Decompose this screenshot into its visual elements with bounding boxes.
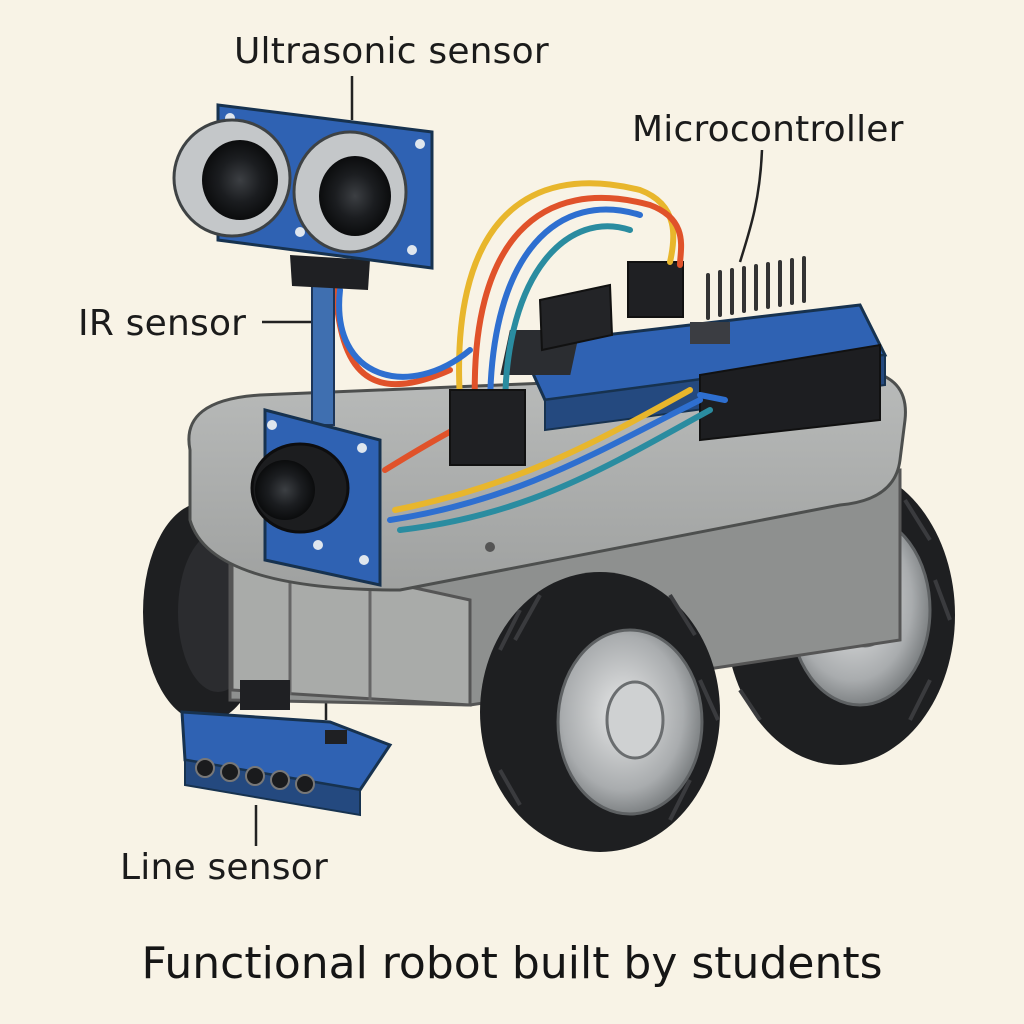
label-line-sensor: Line sensor [120, 847, 328, 888]
ultrasonic-transducer-right [292, 130, 408, 254]
sensor-mast [290, 255, 370, 426]
line-sensor [180, 680, 393, 817]
ultrasonic-sensor [172, 103, 434, 270]
label-ir-sensor: IR sensor [78, 303, 247, 344]
microcontroller-board [500, 256, 888, 442]
leader-micro [738, 149, 764, 263]
label-microcontroller: Microcontroller [632, 109, 904, 150]
ultrasonic-transducer-left [172, 118, 292, 238]
wheel-front-left [480, 572, 720, 852]
line-sensor-emitters [195, 758, 315, 794]
ir-sensor [250, 408, 382, 587]
label-ultrasonic-sensor: Ultrasonic sensor [234, 31, 549, 72]
wire-bundle [332, 180, 728, 533]
figure-caption: Functional robot built by students [141, 938, 883, 989]
wire-connector [449, 389, 526, 466]
